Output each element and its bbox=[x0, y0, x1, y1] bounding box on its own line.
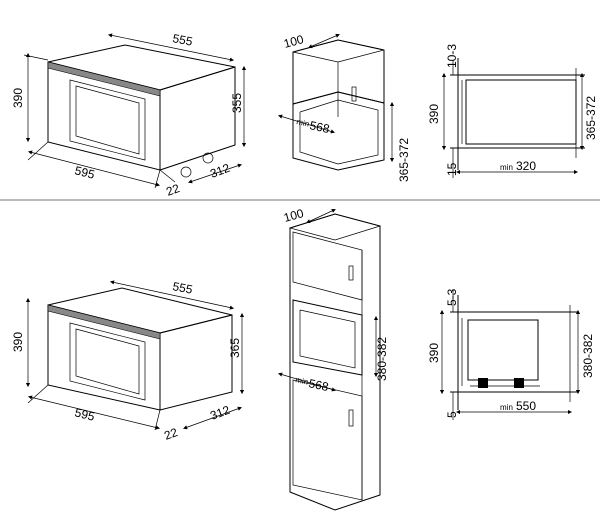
bottom-oven-drawing bbox=[47, 287, 233, 411]
top-oven-glass-inner bbox=[75, 85, 140, 155]
bottom-column-top-depth: 100 bbox=[282, 206, 305, 225]
bottom-oven-door-depth: 22 bbox=[162, 425, 180, 443]
top-side-niche-height: 365-372 bbox=[584, 96, 598, 140]
top-niche-upper-box bbox=[292, 39, 385, 105]
bottom-side-min-label: min bbox=[500, 403, 513, 412]
top-oven-glass bbox=[69, 79, 146, 161]
top-oven-side bbox=[159, 66, 236, 171]
top-side-oven bbox=[465, 79, 577, 145]
top-niche-dimensions: 100 min 568 365-372 bbox=[277, 32, 411, 182]
bottom-side-drawing bbox=[450, 295, 578, 410]
bottom-oven-width: 555 bbox=[171, 279, 194, 297]
bottom-side-dimensions: 5-3 390 380-382 5 min 550 bbox=[427, 288, 595, 420]
bottom-side-foot-front bbox=[478, 378, 488, 388]
top-side-drawing bbox=[450, 58, 585, 170]
bottom-side-oven bbox=[467, 319, 539, 381]
bottom-oven-height: 390 bbox=[11, 332, 25, 352]
top-oven-foot-right bbox=[202, 152, 214, 164]
bottom-oven-front-width: 595 bbox=[73, 405, 96, 424]
top-niche-drawing bbox=[292, 39, 385, 171]
top-oven-front-height: 355 bbox=[230, 93, 244, 113]
top-niche-lower-box bbox=[292, 91, 385, 171]
top-niche-handle bbox=[351, 86, 357, 102]
top-oven-top bbox=[47, 44, 236, 91]
bottom-side-gap-bottom: 5 bbox=[445, 411, 459, 418]
bottom-column-drawing bbox=[288, 213, 382, 511]
bottom-column-upper-handle bbox=[348, 265, 354, 281]
bottom-side-height: 390 bbox=[427, 343, 441, 363]
bottom-column-width: 568 bbox=[307, 376, 330, 394]
bottom-oven-top bbox=[47, 287, 233, 334]
bottom-column-niche bbox=[292, 299, 363, 376]
top-oven-handle bbox=[47, 61, 161, 97]
bottom-oven-front-height: 365 bbox=[228, 338, 242, 358]
top-side-height: 390 bbox=[427, 104, 441, 124]
top-side-min-label: min bbox=[500, 163, 513, 172]
bottom-column-lower-door bbox=[292, 379, 363, 501]
bottom-side-foot-rear bbox=[514, 378, 524, 388]
bottom-column-dimensions: 100 min 568 380-382 bbox=[277, 206, 389, 394]
top-niche-height: 365-372 bbox=[397, 138, 411, 182]
bottom-oven-handle bbox=[47, 304, 161, 340]
top-niche-width: 568 bbox=[308, 118, 331, 136]
top-side-depth: 320 bbox=[516, 159, 536, 173]
top-oven-dimensions: 555 390 355 595 22 312 bbox=[11, 31, 247, 199]
bottom-oven-glass-inner bbox=[75, 328, 140, 395]
bottom-oven-glass bbox=[69, 322, 146, 401]
bottom-oven-dimensions: 555 390 365 595 22 312 bbox=[11, 279, 245, 443]
bottom-side-gap-top: 5-3 bbox=[445, 288, 459, 306]
top-side-dimensions: 10-3 390 365-372 15 min 320 bbox=[427, 44, 598, 178]
top-oven-front-width: 595 bbox=[73, 163, 96, 182]
top-niche-min-label: min bbox=[296, 117, 310, 128]
top-niche-opening bbox=[299, 99, 379, 165]
top-oven-foot-left bbox=[180, 166, 192, 178]
top-niche-top-depth: 100 bbox=[282, 32, 305, 51]
bottom-oven-depth: 312 bbox=[208, 403, 232, 423]
bottom-side-niche-height: 380-382 bbox=[581, 334, 595, 378]
top-oven-depth: 312 bbox=[208, 161, 232, 181]
top-oven-width: 555 bbox=[171, 31, 194, 49]
bottom-column-height: 380-382 bbox=[375, 337, 389, 381]
bottom-column-min-label: min bbox=[295, 375, 309, 386]
top-oven-drawing bbox=[47, 44, 236, 183]
top-side-gap-bottom: 15 bbox=[445, 162, 459, 176]
top-oven-door-depth: 22 bbox=[164, 181, 182, 199]
top-side-gap-top: 10-3 bbox=[445, 44, 459, 68]
bottom-oven-side bbox=[159, 314, 233, 411]
top-oven-height: 390 bbox=[11, 88, 25, 108]
bottom-column-lower-handle bbox=[348, 409, 354, 427]
bottom-column-outline bbox=[289, 213, 381, 511]
bottom-side-depth: 550 bbox=[516, 399, 536, 413]
